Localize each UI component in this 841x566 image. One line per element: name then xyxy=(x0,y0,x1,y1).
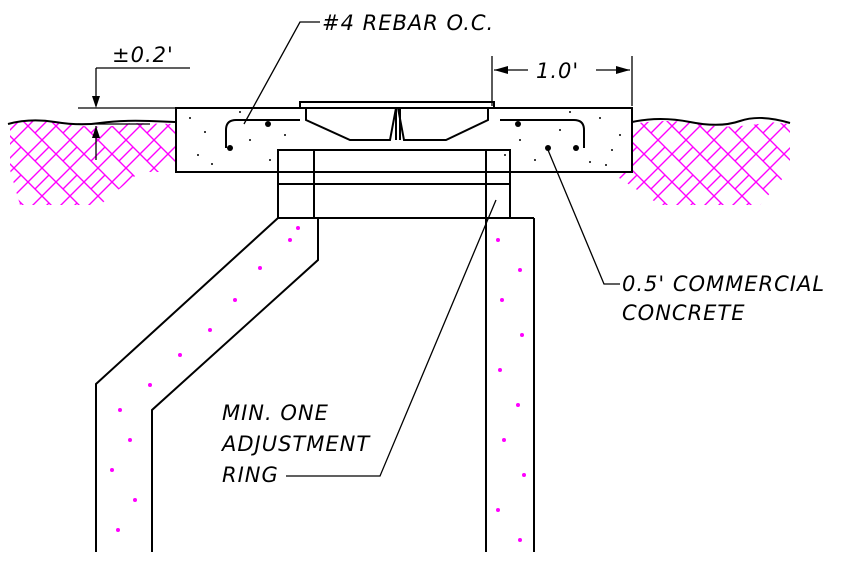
rebar-label: #4 REBAR O.C. xyxy=(322,11,494,35)
soil-hatch-right xyxy=(610,121,790,205)
rebar-callout: #4 REBAR O.C. xyxy=(243,11,494,125)
manhole-wall-right xyxy=(485,217,535,552)
width-label: 1.0' xyxy=(536,59,579,83)
concrete-label-line2: CONCRETE xyxy=(622,301,746,325)
concrete-collar xyxy=(175,101,633,173)
ring-label-line2: ADJUSTMENT xyxy=(220,432,371,456)
tolerance-label: ±0.2' xyxy=(112,43,174,67)
ring-callout: MIN. ONE ADJUSTMENT RING xyxy=(220,199,497,487)
width-dimension: 1.0' xyxy=(491,56,633,106)
ground-line-right xyxy=(631,117,791,126)
rebar-left xyxy=(225,119,300,148)
concrete-callout: 0.5' COMMERCIAL CONCRETE xyxy=(547,149,825,325)
ring-label-line3: RING xyxy=(222,463,279,487)
tolerance-dimension: ±0.2' xyxy=(78,43,190,160)
concrete-label-line1: 0.5' COMMERCIAL xyxy=(622,272,825,296)
soil-hatch-left xyxy=(10,121,175,205)
manhole-wall-left xyxy=(95,217,319,552)
ring-label-line1: MIN. ONE xyxy=(222,401,329,425)
rebar-right xyxy=(500,119,585,148)
adjustment-ring xyxy=(277,149,511,219)
